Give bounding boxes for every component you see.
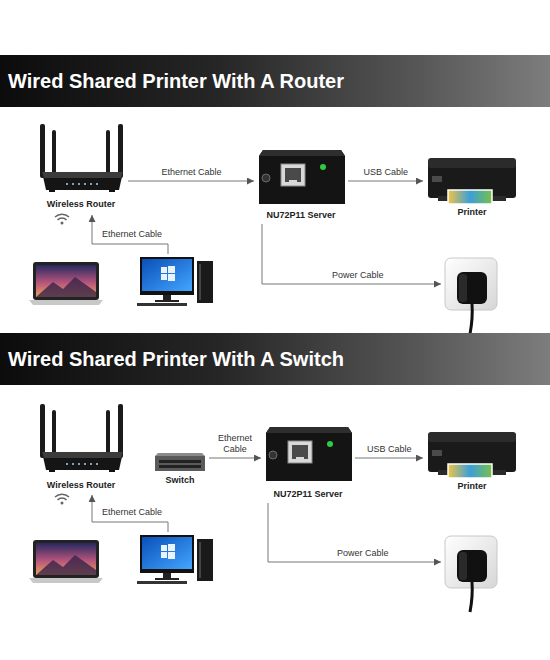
device-label: Wireless Router: [35, 199, 127, 210]
section-band: Wired Shared Printer With A Router: [0, 55, 550, 107]
cable-label: Power Cable: [330, 270, 386, 281]
router-picture: [40, 404, 123, 472]
outlet-picture: [445, 536, 497, 612]
device-label: Wireless Router: [35, 480, 127, 491]
cable-label: USB Cable: [361, 167, 410, 178]
cable-connector: [209, 458, 261, 459]
device-node: NU72P11 Server: [255, 146, 347, 221]
cable-connector: [348, 181, 423, 182]
device-node: Wireless Router: [35, 122, 127, 210]
printer-picture: [428, 158, 516, 204]
cable-label: USB Cable: [365, 444, 414, 455]
device-node: Printer: [424, 154, 520, 218]
connectors: [128, 181, 423, 458]
device-node: Wireless Router: [35, 402, 127, 491]
section-heading: Wired Shared Printer With A Switch: [8, 347, 344, 371]
desktop-picture: [137, 257, 213, 306]
outlet-picture: [445, 258, 497, 334]
cable-label: Power Cable: [335, 548, 391, 559]
cable-label: Ethernet Cable: [211, 433, 259, 455]
cable-label: Ethernet Cable: [100, 229, 164, 240]
device-node: Switch: [152, 452, 208, 486]
device-label: NU72P11 Server: [255, 210, 347, 221]
device-node: NU72P11 Server: [262, 423, 354, 500]
laptop-picture: [29, 262, 103, 305]
ethernet-wire: [92, 495, 168, 532]
cable-connector: [128, 181, 254, 182]
cable-connector: [355, 458, 423, 459]
switch-picture: [155, 453, 205, 471]
section-heading: Wired Shared Printer With A Router: [8, 69, 344, 93]
router-picture: [40, 124, 123, 192]
device-label: NU72P11 Server: [262, 489, 354, 500]
device-label: Printer: [424, 481, 520, 492]
desktop-picture: [137, 535, 213, 584]
power-wire: [268, 503, 441, 562]
power-wire: [262, 224, 441, 284]
device-label: Printer: [424, 207, 520, 218]
section-band: Wired Shared Printer With A Switch: [0, 333, 550, 385]
ethernet-wire: [92, 215, 168, 254]
server-picture: [259, 150, 345, 204]
laptop-picture: [29, 540, 103, 583]
wifi-icon: [55, 494, 69, 504]
device-node: Printer: [424, 428, 520, 492]
wifi-icon: [55, 214, 69, 224]
device-label: Switch: [152, 475, 208, 486]
server-picture: [266, 427, 352, 481]
cable-label: Ethernet Cable: [100, 507, 164, 518]
cable-label: Ethernet Cable: [159, 167, 224, 178]
printer-picture: [428, 432, 516, 478]
